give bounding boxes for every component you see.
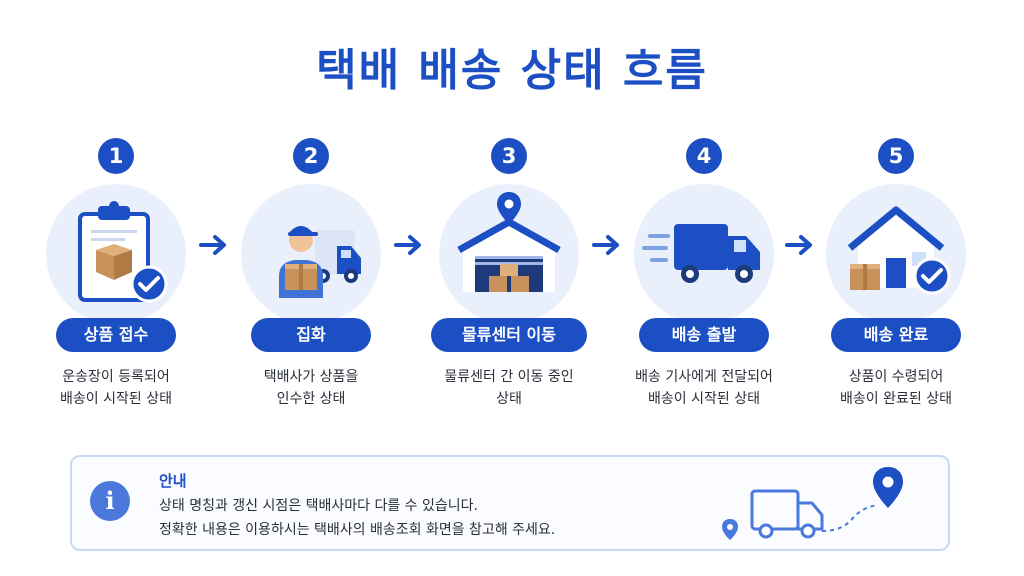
step-desc-5: 상품이 수령되어 배송이 완료된 상태 (840, 369, 952, 407)
step-number-3: 3 (491, 138, 527, 174)
arrow-right-icon (592, 234, 622, 256)
page-title: 택배 배송 상태 흐름 (316, 45, 708, 96)
info-icon: i (90, 481, 130, 521)
info-heading: 안내 (159, 472, 187, 490)
moving-truck-icon (634, 184, 774, 324)
step-number-5: 5 (878, 138, 914, 174)
step-label-2: 집화 (251, 318, 371, 352)
clipboard-box-check-icon (46, 184, 186, 324)
step-number-1: 1 (98, 138, 134, 174)
step-desc-4: 배송 기사에게 전달되어 배송이 시작된 상태 (635, 369, 773, 407)
warehouse-pin-icon (439, 184, 579, 324)
arrow-right-icon (394, 234, 424, 256)
info-box: i 안내 상태 명칭과 갱신 시점은 택배사마다 다를 수 있습니다. 정확한 … (70, 455, 950, 551)
step-number-4: 4 (686, 138, 722, 174)
step-desc-1: 운송장이 등록되어 배송이 시작된 상태 (60, 369, 172, 407)
house-box-check-icon (826, 184, 966, 324)
step-desc-2: 택배사가 상품을 인수한 상태 (263, 369, 359, 407)
info-line-2: 정확한 내용은 이용하시는 택배사의 배송조회 화면을 참고해 주세요. (159, 522, 556, 538)
step-label-1: 상품 접수 (56, 318, 176, 352)
delivery-route-icon (712, 463, 912, 547)
arrow-right-icon (785, 234, 815, 256)
step-number-2: 2 (293, 138, 329, 174)
step-label-5: 배송 완료 (831, 318, 961, 352)
step-label-4: 배송 출발 (639, 318, 769, 352)
info-line-1: 상태 명칭과 갱신 시점은 택배사마다 다를 수 있습니다. (159, 498, 478, 514)
step-label-3: 물류센터 이동 (431, 318, 587, 352)
courier-truck-icon (241, 184, 381, 324)
step-desc-3: 물류센터 간 이동 중인 상태 (444, 369, 574, 407)
arrow-right-icon (199, 234, 229, 256)
